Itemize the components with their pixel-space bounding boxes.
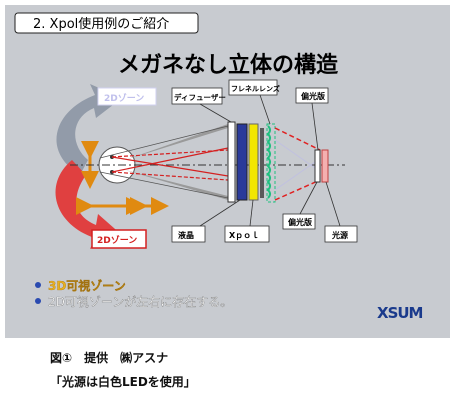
light-paths	[274, 127, 321, 201]
zone-upper-box	[97, 87, 157, 106]
diffuser-leader	[199, 103, 232, 123]
slide-title: メガネなし立体の構造	[118, 52, 338, 78]
lcd-panel	[236, 123, 248, 201]
polarizer-plate	[314, 149, 321, 183]
light-source-leader	[325, 181, 341, 227]
zone-lower-box	[91, 229, 147, 249]
xpol-label: Xｐｏｌ	[229, 231, 259, 241]
bullet-2d-zone: 2D可視ゾーンが左右に存在する。	[48, 294, 232, 309]
company-logo: XSUM	[377, 304, 423, 322]
polarizer-top-label: 偏光版	[301, 91, 325, 101]
light-source-label-box	[324, 225, 358, 243]
zone-upper-label: 2Dゾーン	[104, 92, 144, 104]
polarizer-bottom-leader	[299, 181, 318, 215]
bullet-dot-1	[35, 282, 41, 288]
figure-caption: 図① 提供 ㈱アスナ	[50, 351, 169, 365]
lcd-leader	[199, 199, 241, 227]
polarizer-top-leader	[311, 102, 319, 151]
diffuser-label: ディフューザー	[174, 92, 226, 102]
diffuser-label-box	[171, 87, 223, 105]
light-source	[321, 149, 329, 183]
bullet-dot-2	[35, 298, 41, 304]
xpol-leader	[249, 199, 254, 227]
section-label: 2. Xpol使用例のご紹介	[33, 16, 169, 32]
lcd-label-box	[171, 225, 206, 243]
panel-frame	[260, 128, 264, 198]
zone-lower-label: 2Dゾーン	[97, 234, 137, 246]
polarizer-bottom-label-box	[282, 213, 316, 230]
curved-arrow-upper	[56, 84, 122, 175]
fresnel-lens	[266, 125, 271, 199]
curved-arrow-lower	[55, 160, 123, 249]
bullet-3d-zone: 3D可視ゾーン	[48, 278, 126, 293]
polarizer-bottom-label: 偏光版	[288, 217, 312, 227]
light-source-label: 光源	[331, 230, 348, 240]
figure-note: 「光源は白色LEDを使用」	[50, 375, 196, 389]
section-label-box	[14, 12, 199, 34]
fresnel-label-box	[228, 79, 278, 96]
fresnel-leader	[259, 94, 271, 125]
diffuser-plate	[227, 121, 236, 203]
fresnel-label: フレネルレンズ	[231, 84, 280, 93]
xpol-label-box	[224, 225, 270, 243]
xpol-film	[248, 123, 259, 201]
ray-fan	[99, 124, 229, 200]
lcd-label: 液晶	[178, 230, 194, 240]
